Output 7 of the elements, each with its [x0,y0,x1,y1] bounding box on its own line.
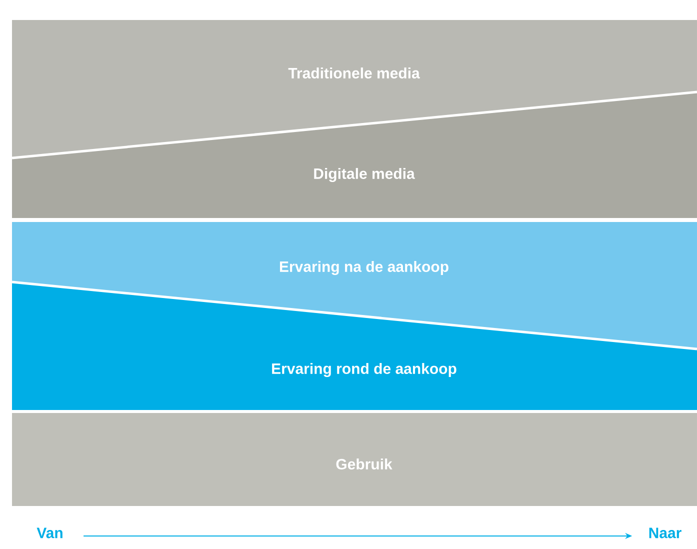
band: Digitale media [12,90,697,218]
axis-label: Naar [649,528,682,538]
band: Ervaring rond de aankoop [12,280,697,410]
band: Traditionele media [12,20,697,158]
band: Gebruik [12,413,697,506]
axis-label: Van [36,528,62,538]
band: Ervaring na de aankoop [12,222,697,349]
